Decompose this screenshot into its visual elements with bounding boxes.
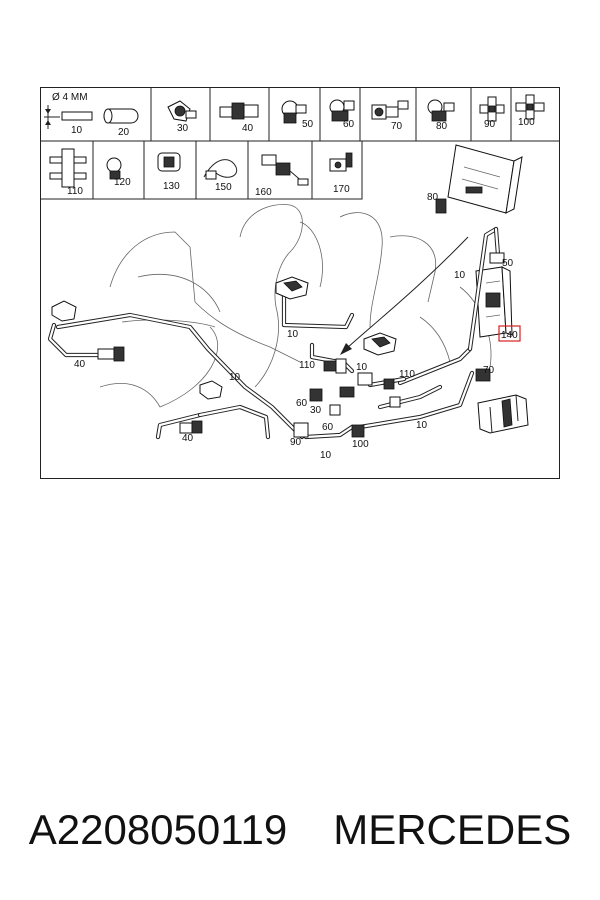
caption-bar: A2208050119 MERCEDES <box>0 800 600 860</box>
nipple-connector-icon: 80 <box>427 99 455 132</box>
callout-10-center: 10 <box>287 329 299 340</box>
air-tube-network <box>47 226 501 440</box>
callout-10-left: 10 <box>229 372 241 383</box>
check-valve-icon: 50 <box>281 100 314 130</box>
fittings <box>97 198 505 438</box>
legend-label-10: 10 <box>71 125 83 136</box>
legend-label-120: 120 <box>114 177 131 188</box>
callout-110-a: 110 <box>299 360 315 371</box>
legend-label-160: 160 <box>255 187 272 198</box>
routing-arrow <box>340 236 469 355</box>
part-number: A2208050119 <box>28 806 288 853</box>
reservoir-illustration <box>477 394 529 434</box>
legend-label-50: 50 <box>302 119 314 130</box>
seat-outline <box>99 204 492 408</box>
callout-10-right: 10 <box>454 270 466 281</box>
callout-70: 70 <box>483 365 495 376</box>
elbow-fitting-icon: 30 <box>167 100 197 134</box>
plug-icon: 120 <box>106 157 131 188</box>
legend-label-110: 110 <box>67 186 83 197</box>
diameter-label: Ø 4 MM <box>52 92 88 103</box>
callout-100: 100 <box>352 439 369 450</box>
air-bladders <box>51 276 397 400</box>
legend-label-30: 30 <box>177 123 189 134</box>
highlight-box-140 <box>498 325 521 342</box>
callout-40-lower: 40 <box>182 433 194 444</box>
tee-connector-icon: 90 <box>479 96 505 130</box>
tube-size-cell: Ø 4 MM 10 20 <box>44 92 139 138</box>
holder-bracket-icon: 160 <box>255 154 309 198</box>
legend-label-90: 90 <box>484 119 496 130</box>
callout-50: 50 <box>502 258 514 269</box>
pump-illustration <box>475 266 513 338</box>
legend-label-20: 20 <box>118 127 130 138</box>
brand-name: MERCEDES <box>333 806 572 853</box>
parts-diagram: Ø 4 MM 10 20 30 40 50 60 <box>40 87 560 479</box>
parts-legend-row-1 <box>40 87 560 142</box>
callout-10-lower-right: 10 <box>416 420 428 431</box>
legend-label-70: 70 <box>391 121 403 132</box>
legend-label-80: 80 <box>436 121 448 132</box>
angle-connector-icon: 60 <box>329 99 355 130</box>
legend-label-40: 40 <box>242 123 254 134</box>
y-connector-icon: 100 <box>515 94 545 128</box>
control-unit-illustration <box>447 144 523 214</box>
legend-label-60: 60 <box>343 119 355 130</box>
legend-label-130: 130 <box>163 181 180 192</box>
callout-60-a: 60 <box>296 398 308 409</box>
callout-90: 90 <box>290 437 302 448</box>
legend-label-170: 170 <box>333 184 350 195</box>
legend-label-150: 150 <box>215 182 232 193</box>
callout-60-b: 60 <box>322 422 334 433</box>
callout-80: 80 <box>427 192 439 203</box>
valve-adapter-icon: 70 <box>371 100 409 132</box>
cable-tie-icon: 150 <box>203 159 238 193</box>
distributor-icon: 110 <box>49 148 87 197</box>
grommet-icon: 170 <box>329 152 353 195</box>
clip-icon: 130 <box>157 152 181 192</box>
straight-connector-icon: 40 <box>219 102 259 134</box>
callout-110-b: 110 <box>399 369 415 380</box>
legend-label-100: 100 <box>518 117 535 128</box>
callout-40-left: 40 <box>74 359 86 370</box>
callout-10-mid: 10 <box>356 362 368 373</box>
callout-labels: 80 50 140 10 10 10 10 40 40 110 110 60 3… <box>74 192 521 461</box>
callout-140: 140 <box>501 330 518 341</box>
callout-10-bottom: 10 <box>320 450 332 461</box>
parts-legend-row-2 <box>40 141 363 200</box>
callout-30: 30 <box>310 405 322 416</box>
